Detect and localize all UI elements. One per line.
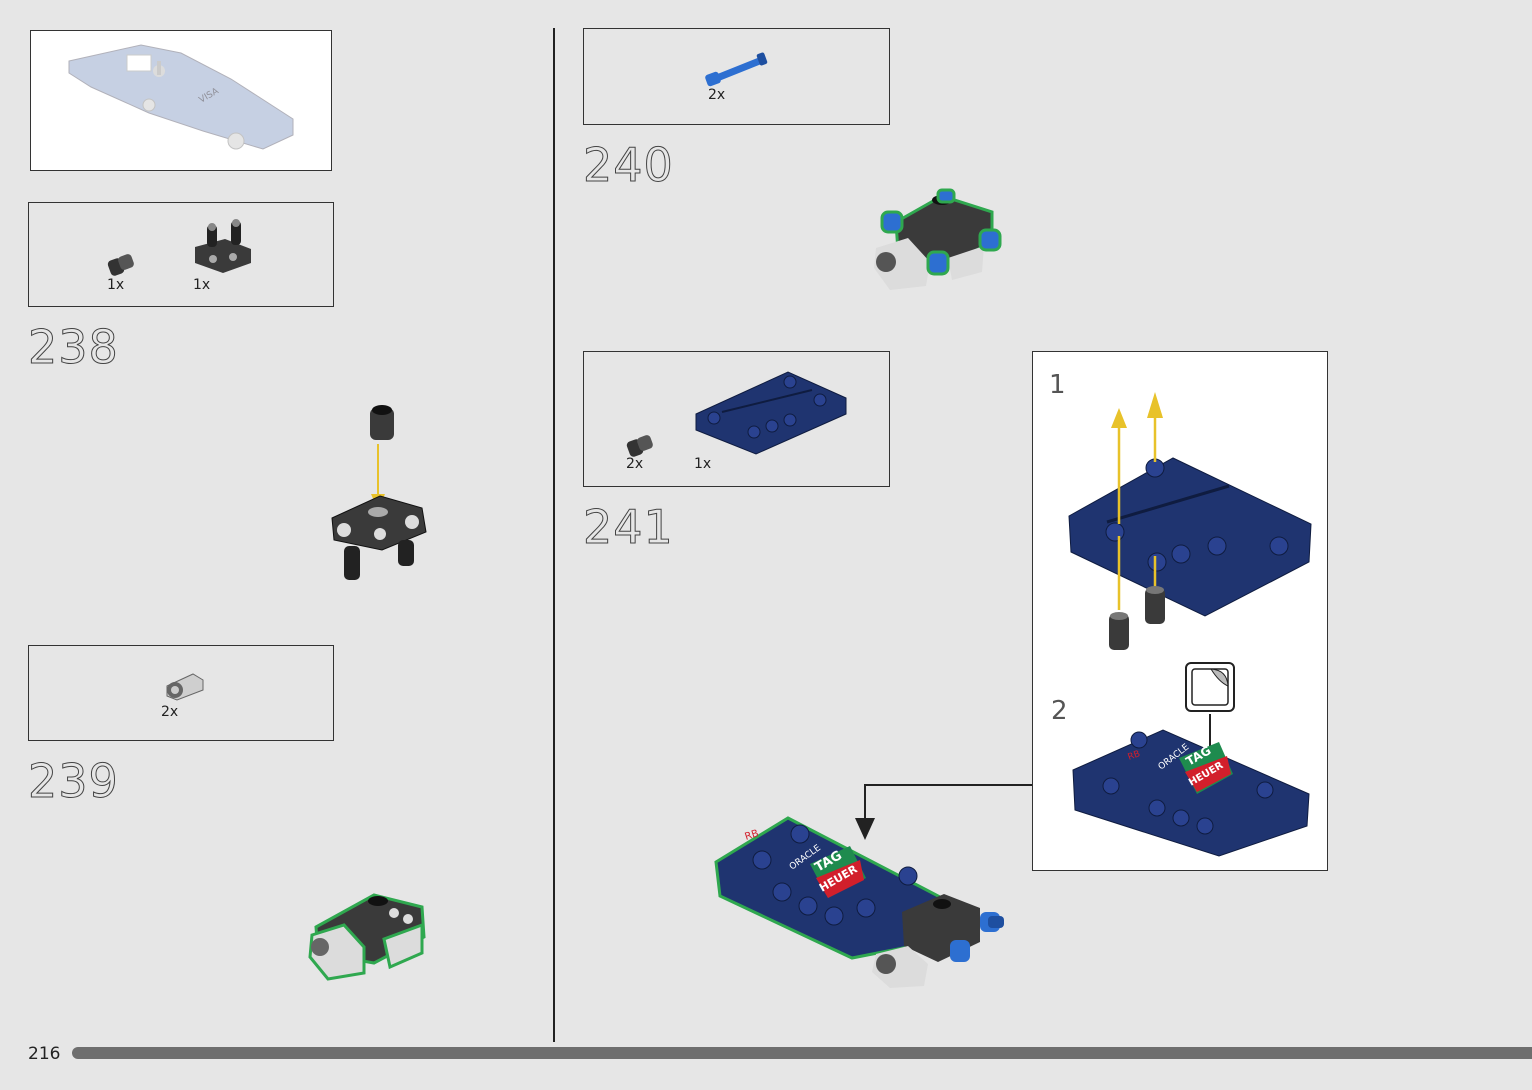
part-count: 2x [161,704,178,720]
blue-pin-icon [702,47,772,87]
parts-list-step-239: 2x [28,645,334,741]
step-number-239: 239 [28,754,119,808]
part-count: 1x [193,277,210,293]
progress-bar [72,1047,1532,1059]
dark-blue-panel-icon [692,368,852,448]
page-number: 216 [28,1044,60,1064]
step-238-assembly [322,400,442,590]
step-number-240: 240 [583,138,674,192]
step-number-238: 238 [28,320,119,374]
step-241-assembly: RB ORACLE TAG HEUER [712,812,1022,992]
parts-list-step-241: 2x 1x [583,351,890,487]
substep-number-2: 2 [1051,696,1068,726]
grey-axle-connector-icon [159,668,209,702]
black-connector-icon [189,219,259,274]
part-count: 2x [708,87,725,103]
parts-list-step-238: 1x 1x [28,202,334,307]
step-239-assembly [304,885,434,985]
model-overview-callout: VISA [30,30,332,171]
part-count: 2x [626,456,643,472]
part-count: 1x [107,277,124,293]
part-count: 1x [694,456,711,472]
page-divider [553,28,555,1042]
model-overview-illustration: VISA [31,31,331,171]
step-number-241: 241 [583,500,674,554]
callout-connector-horizontal [864,784,1032,786]
step-240-assembly [868,182,1018,302]
parts-list-step-240: 2x [583,28,890,125]
sub-assembly-callout: 1 2 RB ORACLE TAG HEUER [1032,351,1328,871]
sticker-icon [1183,660,1237,714]
substep-1-illustration [1053,386,1313,666]
substep-2-illustration: RB ORACLE TAG HEUER [1069,718,1319,858]
